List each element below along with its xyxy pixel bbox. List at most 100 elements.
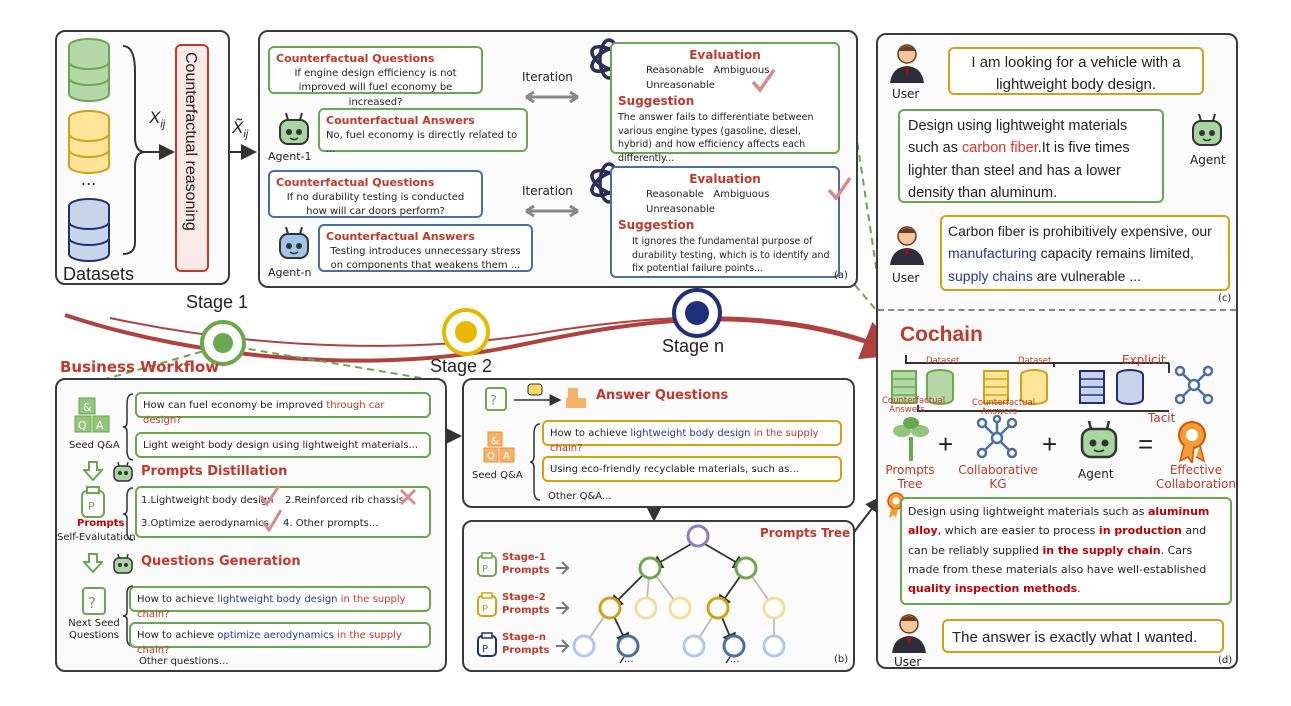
prompts-icon: P: [81, 486, 105, 518]
resp-hl2: in production: [1098, 524, 1182, 538]
brace-arrows: [122, 45, 175, 255]
next-seed-label: Next Seed Questions: [68, 618, 120, 641]
cf-reasoning-text: Counterfactual reasoning: [182, 52, 199, 231]
svg-text:Q: Q: [487, 451, 495, 462]
stage-2-label: Stage 2: [430, 356, 493, 376]
prompts-tree-label: Prompts Tree: [885, 463, 935, 491]
evaluation-2: Evaluation Reasonable Ambiguous Unreason…: [610, 166, 840, 278]
collab-kg-icon: [976, 415, 1018, 459]
tacit-label: Tacit: [1148, 411, 1176, 425]
evaluation-2-head: Evaluation: [689, 172, 761, 186]
datasets-ellipsis: ...: [81, 170, 97, 189]
cf-answer-2-text: Testing introduces unnecessary stress on…: [330, 245, 521, 272]
stage-2-prompts-label: Stage-2 Prompts: [502, 592, 550, 616]
iteration-arrow-1: [525, 90, 579, 104]
cf-question-1-text: If engine design efficiency is not impro…: [294, 67, 457, 108]
panel-a: Counterfactual Questions If engine desig…: [258, 30, 858, 288]
cross-icon-p2: [399, 488, 417, 506]
seed-qa-label: Seed Q&A: [69, 440, 120, 451]
cf-answer-2-head: Counterfactual Answers: [326, 230, 475, 243]
agent-to-qa-icon: [514, 383, 586, 408]
agent-icon-bw-1: [113, 461, 133, 482]
datasets-label: Datasets: [63, 264, 135, 284]
xtilde-sub: ij: [243, 128, 249, 141]
evaluation-1: Evaluation Reasonable Ambiguous Unreason…: [610, 42, 840, 164]
check-icon-p3: [261, 509, 283, 533]
evaluation-1-options: Reasonable Ambiguous Unreasonable: [646, 64, 832, 93]
final-user-msg: The answer is exactly what I wanted.: [942, 619, 1224, 653]
brace-1: [123, 393, 134, 461]
other-qa: Other Q&A...: [548, 491, 612, 502]
agent-1-label: Agent-1: [268, 150, 312, 163]
evaluation-1-head: Evaluation: [689, 48, 761, 62]
xij-main: X: [149, 108, 161, 127]
seed-q1-hl: through car design?: [143, 400, 385, 426]
plus-1: +: [938, 429, 954, 459]
svg-text:A: A: [96, 419, 104, 432]
next-seed-icon: ?: [82, 587, 106, 615]
cf-answer-1: Counterfactual Answers No, fuel economy …: [318, 108, 528, 155]
user-msg-2-b: capacity remains limited,: [1036, 245, 1194, 262]
panel-a-tag: (a): [834, 270, 848, 281]
gen-question-2: How to achieve optimize aerodynamics in …: [129, 622, 431, 656]
opt-unreasonable-1: Unreasonable: [646, 79, 715, 91]
award-icon: [1178, 421, 1206, 463]
svg-text:P: P: [482, 564, 488, 575]
svg-text:&: &: [491, 436, 499, 447]
gen-q2-a: How to achieve: [137, 630, 218, 641]
prompt-2: 2.Reinforced rib chassis: [285, 495, 404, 506]
gen-q1-hl2: in the supply chain?: [137, 594, 406, 620]
stage-n-marker: [672, 288, 722, 338]
dataset-label-1: Dataset: [926, 356, 960, 366]
prompts-tree-graph: [556, 524, 786, 664]
xtilde-label: X̃ij: [232, 118, 248, 140]
user-avatar-icon-2: [890, 226, 924, 265]
agent-label-d: Agent: [1078, 467, 1114, 481]
tree-dots-1: ...: [624, 654, 634, 665]
resp-d: . Cars made from these materials also ha…: [908, 543, 1207, 576]
plus-2: +: [1042, 429, 1058, 459]
user-msg-2-hl1: manufacturing: [948, 245, 1037, 262]
panel-b-tree: Prompts Tree P Stage-1 Prompts P Stage-2…: [462, 520, 855, 672]
stage-n-label: Stage n: [662, 336, 725, 356]
xtilde-main: X̃: [232, 118, 244, 137]
business-workflow-title: Business Workflow: [60, 358, 220, 376]
agent-msg-1-hl: carbon fiber: [962, 140, 1038, 157]
panel-b-tag: (b): [834, 654, 849, 665]
database-icon-yellow: [68, 110, 110, 174]
stage-1-marker: [200, 320, 246, 366]
seed-q1-a: How can fuel economy be improved: [143, 400, 327, 411]
check-icon-p1: [259, 485, 281, 507]
agent-msg-1-b: .It is five times lighter than steel and…: [908, 140, 1130, 202]
cf-answer-1-head: Counterfactual Answers: [326, 114, 475, 127]
stage-2-marker: [442, 308, 490, 356]
down-arrow-icon-1: [83, 461, 103, 482]
stage-curve: [64, 313, 903, 363]
dataset-label-2: Dataset: [1018, 356, 1052, 366]
opt-reasonable-1: Reasonable: [646, 65, 704, 77]
user-msg-1: I am looking for a vehicle with a lightw…: [948, 47, 1204, 95]
cf-reasoning-box: Counterfactual reasoning: [175, 44, 209, 272]
check-icon-2: [827, 176, 852, 201]
prompts-list-box: 1.Lightweight body design 2.Reinforced r…: [135, 486, 431, 538]
cf-question-2-head: Counterfactual Questions: [276, 176, 435, 189]
seed-question-1: How can fuel economy be improved through…: [135, 392, 431, 426]
agent-n-label: Agent-n: [268, 266, 312, 279]
ans-q1-hl1: lightweight body design: [630, 428, 751, 439]
agent-icon-d: [1080, 420, 1118, 459]
suggestion-2-text: It ignores the fundamental purpose of du…: [632, 235, 830, 275]
other-questions: Other questions...: [139, 656, 229, 667]
cf-answers-label-1: Counterfactual Answers: [882, 396, 946, 416]
agent-1-icon: [279, 112, 309, 145]
svg-text:&: &: [83, 401, 92, 414]
suggestion-2-head: Suggestion: [618, 218, 695, 233]
resp-hl1: aluminum alloy: [908, 505, 1210, 538]
resp-e: .: [1077, 582, 1081, 595]
svg-text:P: P: [482, 644, 488, 655]
ans-q1-hl2: in the supply chain?: [550, 428, 819, 454]
agent-icon-bw-2: [113, 553, 133, 574]
svg-text:P: P: [88, 500, 95, 513]
user-msg-2: Carbon fiber is prohibitively expensive,…: [940, 215, 1230, 291]
user-avatar-icon-3: [892, 614, 926, 653]
gen-q1-hl1: lightweight body design: [217, 594, 338, 605]
